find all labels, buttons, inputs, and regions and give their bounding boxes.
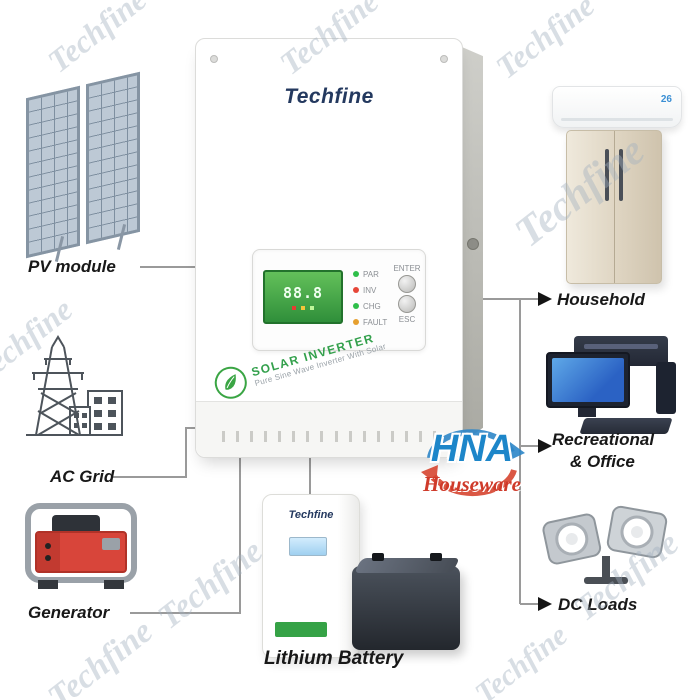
screw-icon — [210, 55, 218, 63]
dc-loads-label: DC Loads — [558, 595, 638, 614]
screw-icon — [440, 55, 448, 63]
led-label: PAR — [363, 269, 379, 279]
battery-green-badge — [275, 622, 327, 637]
lcd-value: 88.8 — [282, 284, 324, 302]
ac-grid-tower-icon — [26, 335, 123, 436]
led-icon — [353, 271, 359, 277]
household-label: Household — [557, 290, 645, 309]
battery-top-face — [354, 558, 460, 573]
refrigerator-icon — [566, 130, 662, 284]
led-label: CHG — [363, 301, 381, 311]
panel-buttons: ENTER ESC — [393, 264, 421, 324]
lithium-battery-label: Lithium Battery — [264, 648, 404, 669]
swirl-arrows-icon — [421, 429, 525, 497]
ac-vent — [561, 118, 673, 121]
generator-icon — [25, 503, 137, 589]
solar-inverter: Techfine 88.8 PAR INV CHG FAULT ENTER — [195, 38, 487, 458]
monitor-screen — [552, 358, 624, 402]
lithium-battery-wall-unit: Techfine — [262, 494, 360, 658]
solar-inverter-badge: SOLAR INVERTER Pure Sine Wave Inverter W… — [210, 323, 388, 403]
inverter-front-face: Techfine 88.8 PAR INV CHG FAULT ENTER — [195, 38, 463, 458]
leaf-icon — [210, 362, 251, 403]
button-label: ESC — [398, 315, 416, 324]
battery-terminal — [430, 553, 442, 561]
flood-lights-icon — [542, 505, 668, 584]
inverter-control-panel: 88.8 PAR INV CHG FAULT ENTER ESC — [252, 249, 426, 351]
air-conditioner-icon: 26 — [552, 86, 682, 128]
computer-workstation-icon — [546, 336, 680, 438]
battery-display — [289, 537, 327, 556]
fridge-handle — [605, 149, 609, 201]
inverter-bottom-band — [196, 401, 462, 457]
led-label: INV — [363, 285, 377, 295]
status-led-column: PAR INV CHG FAULT — [353, 266, 387, 330]
led-icon — [353, 303, 359, 309]
solar-panel-icon — [86, 71, 140, 245]
inverter-lcd-screen: 88.8 — [263, 270, 343, 324]
esc-button — [398, 295, 416, 313]
ac-temperature-display: 26 — [660, 94, 672, 105]
battery-pack-icon — [352, 553, 460, 650]
pc-tower-icon — [656, 362, 676, 414]
recreational-label-line1: Recreational — [552, 430, 655, 449]
fridge-door-split — [614, 131, 615, 283]
inverter-side-knob — [467, 238, 479, 250]
vent-slits — [222, 431, 436, 442]
enter-button — [398, 275, 416, 293]
inverter-brand-logo: Techfine — [284, 85, 374, 108]
pv-module-label: PV module — [28, 257, 116, 276]
printer-slot — [584, 344, 658, 349]
button-label: ENTER — [393, 264, 421, 273]
generator-label: Generator — [28, 603, 110, 622]
led-icon — [353, 319, 359, 325]
pv-module-icon — [24, 68, 159, 262]
ac-grid-label: AC Grid — [50, 467, 115, 486]
lcd-status-dots — [292, 306, 314, 310]
recreational-label-line2: & Office — [570, 452, 635, 471]
monitor-icon — [546, 352, 630, 408]
arrow-icons — [538, 292, 552, 611]
hna-houseware-logo: HNA Houseware — [392, 416, 552, 510]
houseware-text: Houseware — [422, 472, 521, 496]
hna-text: HNA — [430, 428, 514, 470]
battery-terminal — [372, 553, 384, 561]
led-label: FAULT — [363, 317, 388, 327]
monitor-stand — [578, 408, 596, 417]
led-icon — [353, 287, 359, 293]
solar-panel-icon — [26, 85, 80, 259]
battery-brand-logo: Techfine — [288, 509, 334, 521]
fridge-handle — [619, 149, 623, 201]
